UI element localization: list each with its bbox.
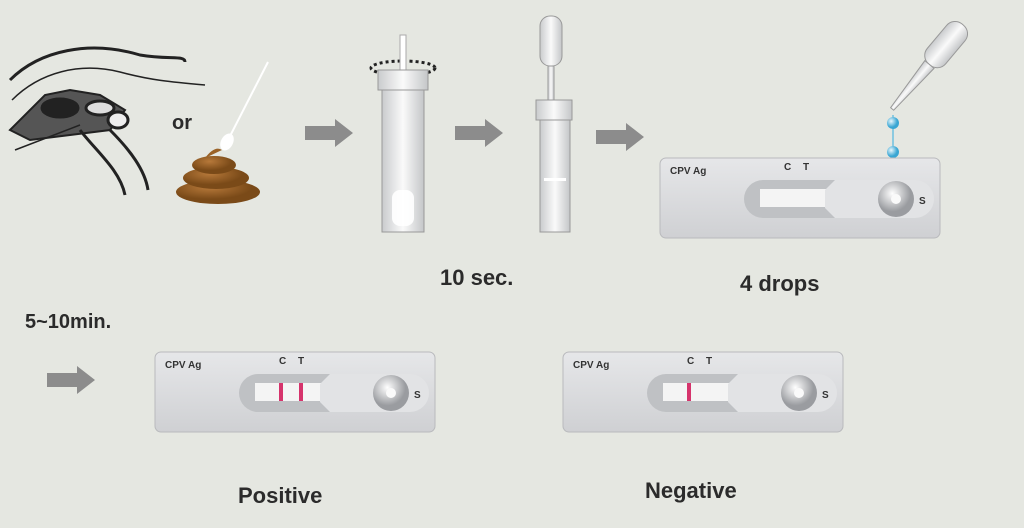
control-line [687, 383, 691, 401]
dog-rectum-illustration [8, 46, 206, 196]
cassette-brand-label: CPV Ag [573, 360, 609, 371]
test-marker-label: T [298, 356, 304, 367]
sample-marker-label: S [414, 390, 421, 401]
negative-result-label: Negative [645, 478, 737, 503]
swab-icon [220, 61, 269, 151]
dropper-tube-icon [535, 15, 573, 233]
four-drops-label: 4 drops [740, 271, 819, 296]
test-strip [663, 383, 743, 401]
or-label: or [172, 112, 192, 134]
test-strip [255, 383, 335, 401]
time-10-sec-label: 10 sec. [440, 265, 513, 290]
test-line [299, 383, 303, 401]
control-marker-label: C [279, 356, 286, 367]
test-cassette-step: CPV Ag C T S [659, 157, 941, 239]
feces-sample-icon [176, 148, 260, 204]
test-marker-label: T [803, 162, 809, 173]
positive-result-label: Positive [238, 483, 322, 508]
arrow-icon [596, 123, 644, 151]
test-strip [760, 189, 840, 207]
arrow-icon [47, 366, 95, 394]
cassette-brand-label: CPV Ag [165, 360, 201, 371]
cassette-brand-label: CPV Ag [670, 166, 706, 177]
extraction-tube-swirl-icon [369, 34, 437, 233]
test-marker-label: T [706, 356, 712, 367]
sample-marker-label: S [822, 390, 829, 401]
arrow-icon [455, 119, 503, 147]
test-cassette-negative: CPV Ag C T S [562, 351, 844, 433]
arrow-icon [305, 119, 353, 147]
test-cassette-positive: CPV Ag C T S [154, 351, 436, 433]
drop-icon [887, 117, 899, 129]
control-marker-label: C [687, 356, 694, 367]
sample-marker-label: S [919, 196, 926, 207]
control-marker-label: C [784, 162, 791, 173]
wait-time-label: 5~10min. [25, 311, 111, 333]
drop-icon [887, 146, 899, 158]
control-line [279, 383, 283, 401]
